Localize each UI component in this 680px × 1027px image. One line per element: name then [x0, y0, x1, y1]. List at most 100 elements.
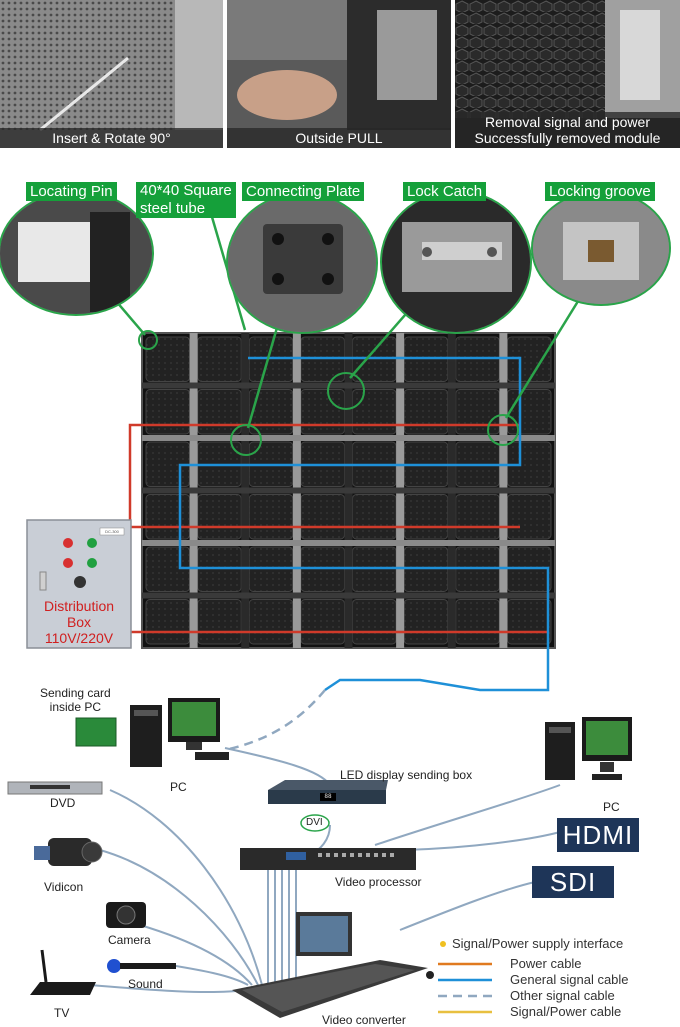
label-pc-left: PC [170, 780, 187, 794]
sending-box-display: 88 [324, 793, 332, 800]
badge-hdmi: HDMI [557, 818, 639, 852]
led-cabinet [145, 336, 191, 382]
callout-square-tube-line1: 40*40 Square [140, 182, 232, 199]
inset-connecting-plate [226, 192, 378, 334]
led-cabinet [455, 599, 500, 645]
legend-power-text: Power cable [510, 956, 582, 971]
pc-right [545, 717, 632, 780]
legend-interface-text: Signal/Power supply interface [452, 936, 624, 951]
led-cabinet [506, 389, 552, 435]
label-tv: TV [54, 1006, 70, 1020]
distribution-box-line1: Distribution [43, 598, 115, 614]
distribution-box-line2: Box [66, 614, 92, 630]
led-cabinet [352, 599, 397, 645]
dvd-device [7, 781, 103, 795]
led-cabinet [197, 494, 242, 540]
peripheral-cables [89, 747, 561, 994]
distribution-box-label: Distribution Box 110V/220V [27, 598, 131, 646]
led-wall [141, 332, 556, 649]
photo-caption-line2: Successfully removed module [474, 130, 661, 146]
led-cabinet [248, 389, 294, 435]
tv-device [30, 949, 96, 995]
photo-caption-line1: Removal signal and power [485, 114, 650, 130]
vidicon-device [34, 838, 103, 866]
label-sound: Sound [128, 977, 163, 991]
led-cabinet [455, 389, 500, 435]
connecting-plate-marker [230, 424, 262, 456]
lock-catch-marker [327, 372, 365, 410]
locating-pin-marker [138, 330, 158, 350]
label-sending-card-line1: Sending card [40, 686, 111, 700]
label-camera: Camera [108, 933, 151, 947]
led-cabinet [455, 494, 500, 540]
distribution-box-sticker: DC-300 [105, 529, 119, 534]
sound-device [107, 959, 176, 973]
legend-other-text: Other signal cable [510, 988, 615, 1003]
led-cabinet [145, 599, 191, 645]
label-dvi: DVI [306, 817, 323, 828]
led-cabinet [197, 599, 242, 645]
inset-locking-groove-graphic [533, 192, 669, 304]
led-cabinet [248, 494, 294, 540]
inset-connecting-plate-graphic [228, 194, 376, 332]
label-sending-card: Sending card inside PC [40, 686, 111, 714]
signal-cables [178, 356, 550, 692]
legend-general-text: General signal cable [510, 972, 629, 987]
led-cabinet [352, 389, 397, 435]
inset-locating-pin [0, 190, 154, 316]
led-cabinet [300, 389, 345, 435]
label-vidicon: Vidicon [44, 880, 84, 894]
photo-caption: Removal signal and power Successfully re… [455, 112, 680, 148]
frame-horizontal [142, 487, 555, 494]
legend-graphics [438, 941, 492, 1014]
legend-signal-power-text: Signal/Power cable [510, 1004, 622, 1019]
distribution-box-line3: 110V/220V [44, 630, 114, 646]
dvi-marker [300, 814, 330, 832]
label-pc-right: PC [603, 800, 620, 814]
video-converter-device [232, 912, 434, 1018]
callout-connecting-plate: Connecting Plate [242, 182, 365, 201]
label-sending-card-line2: inside PC [49, 700, 102, 714]
led-cabinet [248, 599, 294, 645]
photo-removal: Removal signal and power Successfully re… [455, 0, 680, 148]
label-dvd: DVD [50, 796, 76, 810]
photo-outside-pull: Outside PULL [227, 0, 451, 148]
camera-device [106, 902, 146, 928]
label-video-converter: Video converter [322, 1013, 406, 1027]
led-cabinet [403, 389, 449, 435]
led-cabinet [197, 336, 242, 382]
frame-horizontal [142, 540, 555, 546]
badge-sdi: SDI [532, 866, 614, 898]
frame-horizontal [142, 382, 555, 389]
led-cabinet [403, 599, 449, 645]
led-cabinet [300, 599, 345, 645]
led-cabinet [506, 599, 552, 645]
photo-outside-pull-graphic [227, 0, 451, 148]
photo-insert-rotate-graphic [0, 0, 223, 148]
led-cabinet [145, 389, 191, 435]
video-processor-device [240, 848, 416, 870]
label-video-processor: Video processor [335, 875, 422, 889]
callout-locking-groove: Locking groove [545, 182, 655, 201]
pc-left [75, 698, 229, 767]
locking-groove-marker [487, 414, 519, 446]
led-sending-box-device [268, 780, 388, 804]
led-cabinet [506, 494, 552, 540]
photo-insert-rotate: Insert & Rotate 90° [0, 0, 223, 148]
inset-locking-groove [531, 190, 671, 306]
photo-removal-graphic [455, 0, 680, 148]
label-led-sending-box: LED display sending box [340, 768, 473, 782]
photo-caption: Outside PULL [227, 128, 451, 148]
inset-locating-pin-graphic [0, 192, 152, 314]
led-cabinet [300, 494, 345, 540]
other-signal-cables [224, 689, 326, 752]
callout-lock-catch: Lock Catch [403, 182, 487, 201]
callout-square-tube-line2: steel tube [140, 200, 206, 217]
led-cabinet [403, 494, 449, 540]
steel-frame [142, 333, 555, 648]
inset-lock-catch [380, 190, 532, 334]
led-cabinet [352, 494, 397, 540]
frame-horizontal [142, 435, 555, 441]
frame-horizontal [142, 592, 555, 599]
